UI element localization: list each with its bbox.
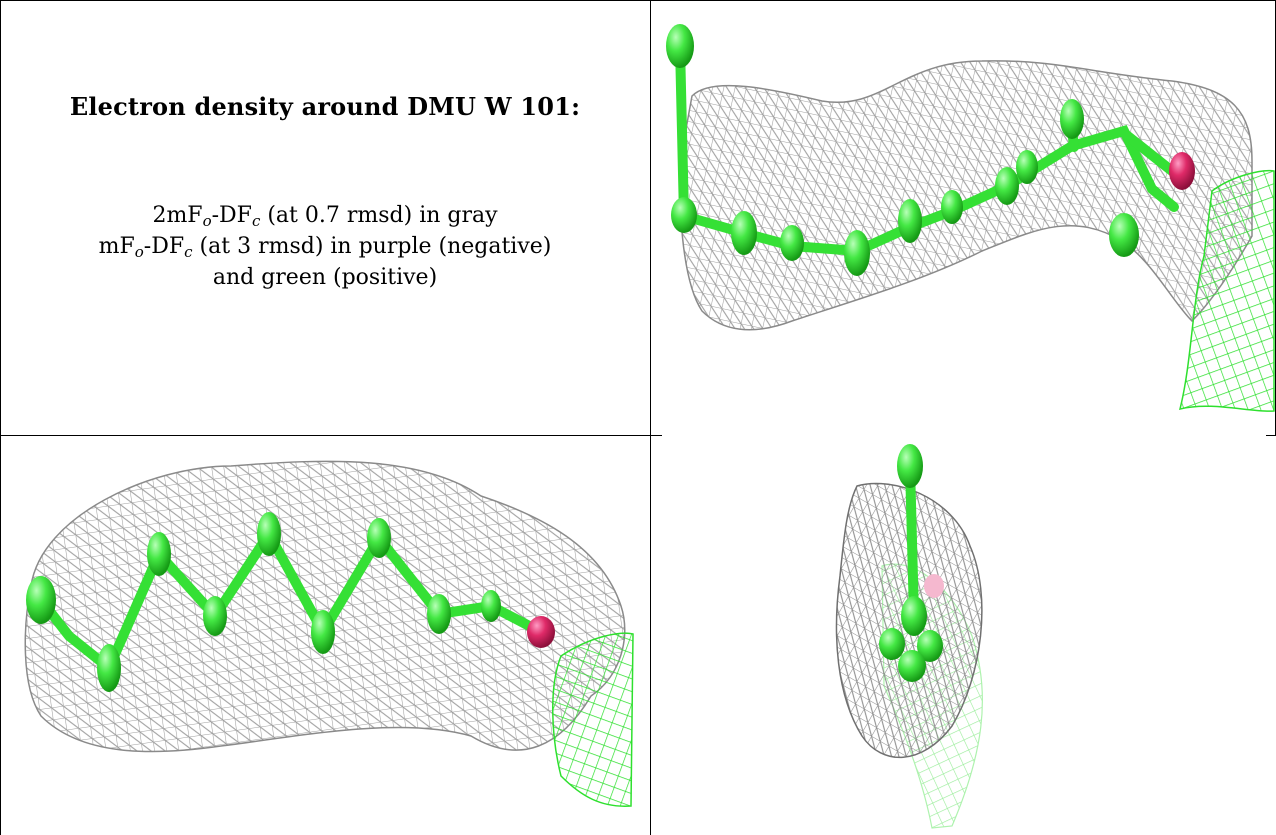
density-panel-top-right — [652, 1, 1275, 434]
caption-line-1: 2mFo-DFc (at 0.7 rmsd) in gray — [152, 203, 498, 230]
table-border-left — [0, 0, 1, 835]
positive-density-mesh — [1178, 169, 1275, 412]
ligand-atoms — [666, 24, 1195, 276]
ligand-bonds — [905, 461, 919, 621]
density-render-bottom-left — [24, 460, 634, 807]
caption-line-2: mFo-DFc (at 3 rmsd) in purple (negative) — [98, 234, 552, 261]
table-border-top — [0, 0, 1276, 1]
density-render-top-right — [666, 24, 1275, 412]
ligand-atoms — [26, 512, 555, 692]
table-divider-vertical — [650, 0, 651, 835]
density-mesh — [679, 60, 1253, 331]
density-mesh — [24, 460, 626, 753]
caption-title: Electron density around DMU W 101: — [69, 92, 581, 121]
density-panel-bottom-left — [1, 436, 650, 835]
caption-cell: Electron density around DMU W 101: 2mFo-… — [0, 0, 650, 435]
table-divider-horizontal-right — [1266, 435, 1276, 436]
positive-density-mesh — [552, 632, 634, 807]
table-divider-horizontal-mid — [632, 435, 662, 436]
table-divider-horizontal-left — [0, 435, 632, 436]
caption-line-3: and green (positive) — [212, 265, 438, 290]
density-panel-bottom-right — [652, 436, 1275, 835]
density-render-bottom-right — [835, 444, 983, 829]
ligand-atoms — [879, 444, 944, 682]
caption-description: 2mFo-DFc (at 0.7 rmsd) in gray mFo-DFc (… — [0, 200, 650, 293]
